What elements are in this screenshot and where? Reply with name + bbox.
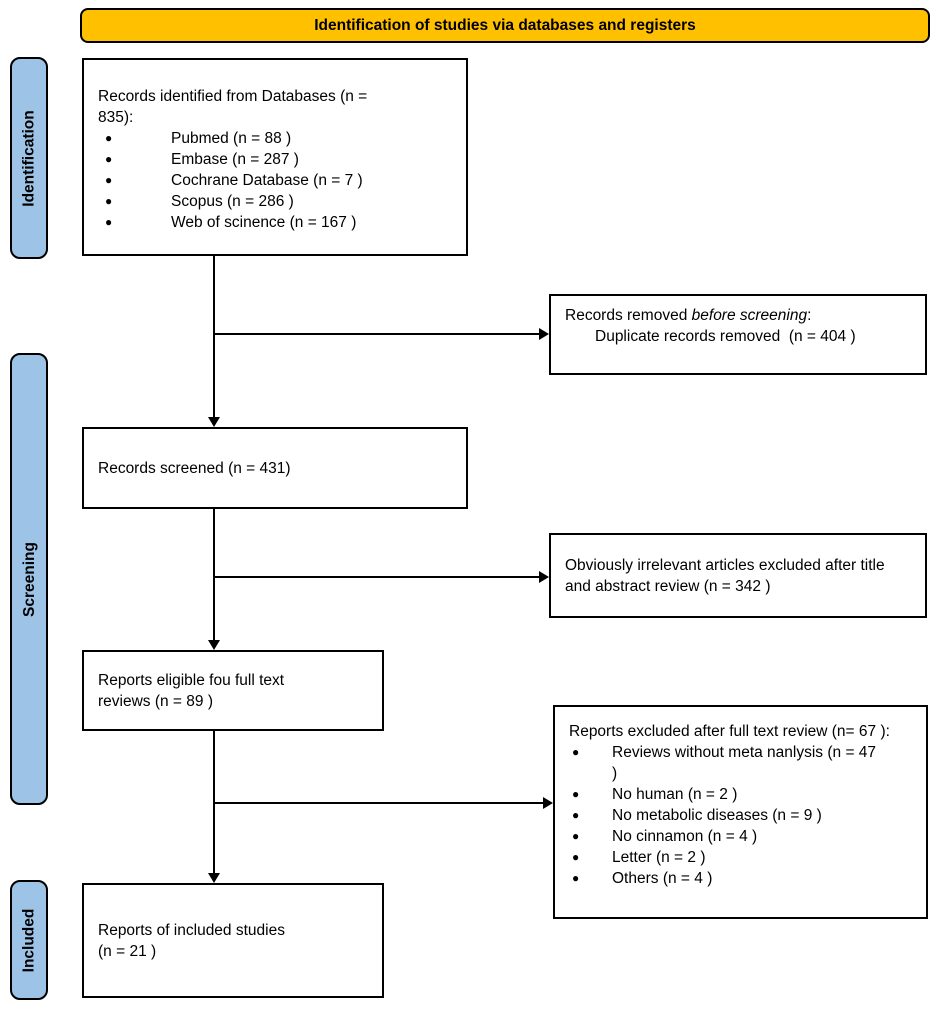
records-removed-detail: Duplicate records removed (n = 404 ) xyxy=(595,328,856,345)
bullet-icon: ● xyxy=(105,194,113,208)
records-removed-prefix: Records removed xyxy=(565,307,692,324)
list-item-text: Reviews without meta nanlysis (n = 47 ) xyxy=(612,744,877,782)
connector-line-2 xyxy=(214,333,540,335)
list-item-text: Embase (n = 287 ) xyxy=(171,151,299,168)
databases-list: ● Pubmed (n = 88 ) ● Embase (n = 287 ) ●… xyxy=(98,128,456,233)
connector-line-6 xyxy=(214,802,544,804)
list-item: ● Embase (n = 287 ) xyxy=(98,149,456,170)
stage-bar-screening: Screening xyxy=(10,353,48,805)
reports-eligible-box: Reports eligible fou full text reviews (… xyxy=(82,650,384,731)
stage-bar-included: Included xyxy=(10,880,48,1000)
arrow-right-icon-1 xyxy=(539,328,549,340)
list-item: ● No metabolic diseases (n = 9 ) xyxy=(569,805,918,826)
records-identified-box: Records identified from Databases (n = 8… xyxy=(82,58,468,256)
list-item-text: Scopus (n = 286 ) xyxy=(171,193,294,210)
bullet-icon: ● xyxy=(572,871,580,885)
connector-line-4 xyxy=(214,576,540,578)
banner-title: Identification of studies via databases … xyxy=(314,17,696,34)
bullet-icon: ● xyxy=(105,131,113,145)
reports-excluded-heading: Reports excluded after full text review … xyxy=(569,723,890,740)
records-removed-italic: before screening xyxy=(691,307,808,324)
arrow-down-icon-1 xyxy=(208,417,220,427)
list-item: ● Scopus (n = 286 ) xyxy=(98,191,456,212)
arrow-right-icon-2 xyxy=(539,571,549,583)
included-studies-box: Reports of included studies (n = 21 ) xyxy=(82,883,384,998)
arrow-down-icon-3 xyxy=(208,873,220,883)
list-item-text: Pubmed (n = 88 ) xyxy=(171,130,292,147)
bullet-icon: ● xyxy=(572,787,580,801)
list-item-text: No human (n = 2 ) xyxy=(612,786,738,803)
arrow-right-icon-3 xyxy=(543,797,553,809)
list-item: ● Pubmed (n = 88 ) xyxy=(98,128,456,149)
exclusion-reasons-list: ● Reviews without meta nanlysis (n = 47 … xyxy=(569,742,918,889)
bullet-icon: ● xyxy=(572,829,580,843)
reports-eligible-text: Reports eligible fou full text reviews (… xyxy=(98,671,285,710)
bullet-icon: ● xyxy=(105,215,113,229)
irrelevant-excluded-box: Obviously irrelevant articles excluded a… xyxy=(549,533,927,618)
records-identified-heading: Records identified from Databases (n = 8… xyxy=(98,88,368,126)
banner: Identification of studies via databases … xyxy=(80,8,930,43)
list-item-text: No cinnamon (n = 4 ) xyxy=(612,828,758,845)
stage-label-included: Included xyxy=(20,908,38,972)
stage-label-identification: Identification xyxy=(20,109,38,207)
records-removed-box: Records removed before screening: Duplic… xyxy=(549,294,927,375)
connector-line-3 xyxy=(213,509,215,640)
bullet-icon: ● xyxy=(572,808,580,822)
list-item-text: Others (n = 4 ) xyxy=(612,870,713,887)
list-item: ● Letter (n = 2 ) xyxy=(569,847,918,868)
list-item: ● Reviews without meta nanlysis (n = 47 … xyxy=(569,742,918,784)
bullet-icon: ● xyxy=(105,152,113,166)
arrow-down-icon-2 xyxy=(208,640,220,650)
records-screened-box: Records screened (n = 431) xyxy=(82,427,468,509)
bullet-icon: ● xyxy=(572,850,580,864)
list-item-text: No metabolic diseases (n = 9 ) xyxy=(612,807,822,824)
records-removed-heading: Records removed before screening: xyxy=(565,305,915,326)
bullet-icon: ● xyxy=(105,173,113,187)
list-item: ● No human (n = 2 ) xyxy=(569,784,918,805)
list-item: ● Web of scinence (n = 167 ) xyxy=(98,212,456,233)
stage-bar-identification: Identification xyxy=(10,57,48,259)
list-item: ● Others (n = 4 ) xyxy=(569,868,918,889)
list-item-text: Cochrane Database (n = 7 ) xyxy=(171,172,363,189)
stage-label-screening: Screening xyxy=(20,541,38,617)
reports-excluded-box: Reports excluded after full text review … xyxy=(553,705,928,919)
connector-line-1 xyxy=(213,256,215,419)
records-screened-text: Records screened (n = 431) xyxy=(98,459,291,477)
included-studies-text: Reports of included studies (n = 21 ) xyxy=(98,921,285,960)
list-item-text: Letter (n = 2 ) xyxy=(612,849,706,866)
list-item: ● Cochrane Database (n = 7 ) xyxy=(98,170,456,191)
list-item-text: Web of scinence (n = 167 ) xyxy=(171,214,357,231)
list-item: ● No cinnamon (n = 4 ) xyxy=(569,826,918,847)
records-removed-suffix: : xyxy=(807,307,812,324)
irrelevant-excluded-text: Obviously irrelevant articles excluded a… xyxy=(565,556,885,595)
bullet-icon: ● xyxy=(572,745,580,759)
